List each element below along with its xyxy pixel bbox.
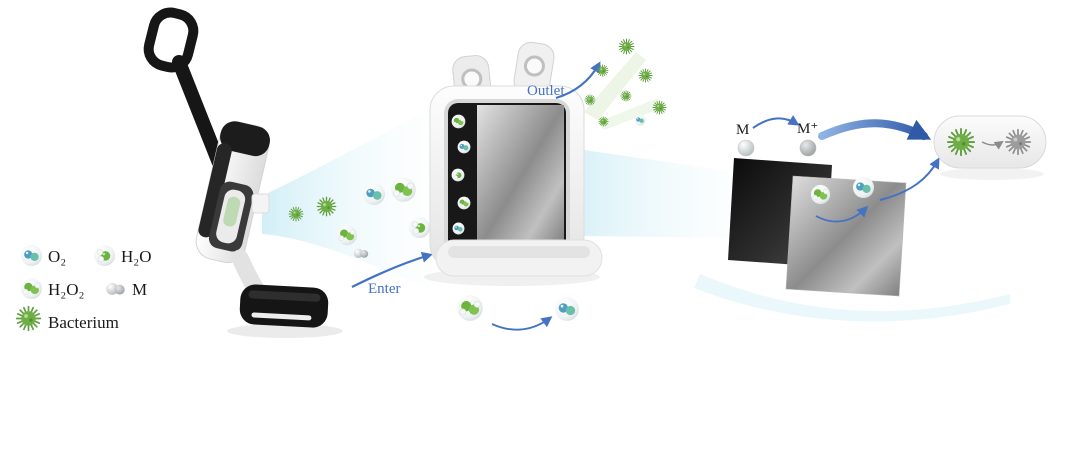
metal-ion-sphere — [799, 139, 817, 157]
capsule-shadow — [940, 168, 1044, 180]
m-legend-icon — [106, 282, 125, 295]
washer-nozzle — [251, 193, 270, 214]
glow-streak — [584, 52, 646, 120]
washer-pole — [172, 55, 228, 175]
module-ear-right — [513, 41, 555, 97]
h2o2-molecule-icon — [456, 294, 484, 322]
spray-cone — [262, 110, 430, 290]
h2o2-molecule-icon — [336, 224, 358, 246]
washer-head — [239, 284, 329, 328]
h2o2-molecule-icon — [451, 114, 466, 129]
beam-under-plates — [694, 274, 1010, 322]
metal-label: M — [736, 122, 749, 138]
metal-ion-reaction: M M⁺ — [736, 115, 818, 157]
o2-molecule-icon — [457, 140, 471, 154]
metal-oxidation-arrow — [752, 115, 800, 129]
electrolysis-module — [424, 41, 603, 286]
h2o2-legend-icon — [20, 277, 43, 300]
legend-label-bacterium: Bacterium — [48, 313, 119, 332]
bacterium-icon — [584, 94, 596, 106]
module-base-groove — [448, 246, 590, 258]
h2o2-molecule-icon — [810, 184, 831, 205]
legend-label-o2: O₂ — [48, 247, 66, 266]
o2-molecule-icon — [363, 183, 385, 205]
o2-molecule-icon — [852, 176, 875, 199]
catalyst-plates — [728, 158, 907, 297]
bacterium-icon — [288, 206, 304, 222]
outlet-label: Outlet — [527, 83, 565, 99]
h2o-molecule-icon — [451, 168, 465, 182]
enter-label: Enter — [368, 281, 400, 297]
legend-label-h2o: H₂O — [121, 247, 151, 266]
glow-streak — [598, 98, 662, 130]
decomposition-arrow — [491, 316, 553, 331]
outlet-molecules — [584, 38, 667, 130]
decomposition-reaction — [456, 294, 579, 331]
plate-to-capsule-arrow — [879, 157, 940, 201]
inactivation-arrow — [981, 140, 1004, 150]
bacterium-icon — [598, 116, 609, 127]
bacterium-icon — [596, 64, 609, 77]
h2o2-molecule-icon — [390, 176, 417, 203]
to-capsule-arrow — [818, 119, 932, 140]
legend-label-m: M — [132, 280, 147, 299]
bacterium-icon — [316, 196, 337, 217]
plate-silver — [785, 175, 907, 297]
beam-module-to-plates — [584, 150, 736, 238]
washer-body — [195, 121, 270, 264]
floor-washer — [143, 7, 343, 338]
washer-handle — [143, 7, 199, 73]
o2-molecule-icon — [634, 114, 646, 126]
h2o2-molecule-icon — [457, 196, 471, 210]
bacterium-legend-icon — [15, 305, 42, 332]
inactivation-capsule — [933, 115, 1047, 180]
bacterium-icon — [618, 38, 635, 55]
outlet-arrow — [555, 61, 601, 100]
h2o-legend-icon — [93, 244, 116, 267]
bacterium-icon — [652, 100, 667, 115]
metal-sphere — [737, 139, 755, 157]
bacterium-icon — [638, 68, 653, 83]
inactivated-bacterium-icon — [1004, 128, 1032, 156]
bacterium-icon — [946, 127, 976, 157]
legend-label-h2o2: H₂O₂ — [48, 280, 84, 299]
module-plate — [477, 105, 564, 251]
enter-arrow — [351, 251, 433, 288]
o2-legend-icon — [20, 244, 43, 267]
h2o-molecule-icon — [408, 216, 431, 239]
legend: O₂ H₂O H₂O₂ M Bacterium — [15, 244, 151, 332]
o2-molecule-icon — [555, 297, 579, 321]
o2-molecule-icon — [452, 222, 465, 235]
bacterium-icon — [620, 90, 632, 102]
metal-ion-label: M⁺ — [797, 121, 818, 137]
plate-surface-arrow — [815, 205, 869, 223]
